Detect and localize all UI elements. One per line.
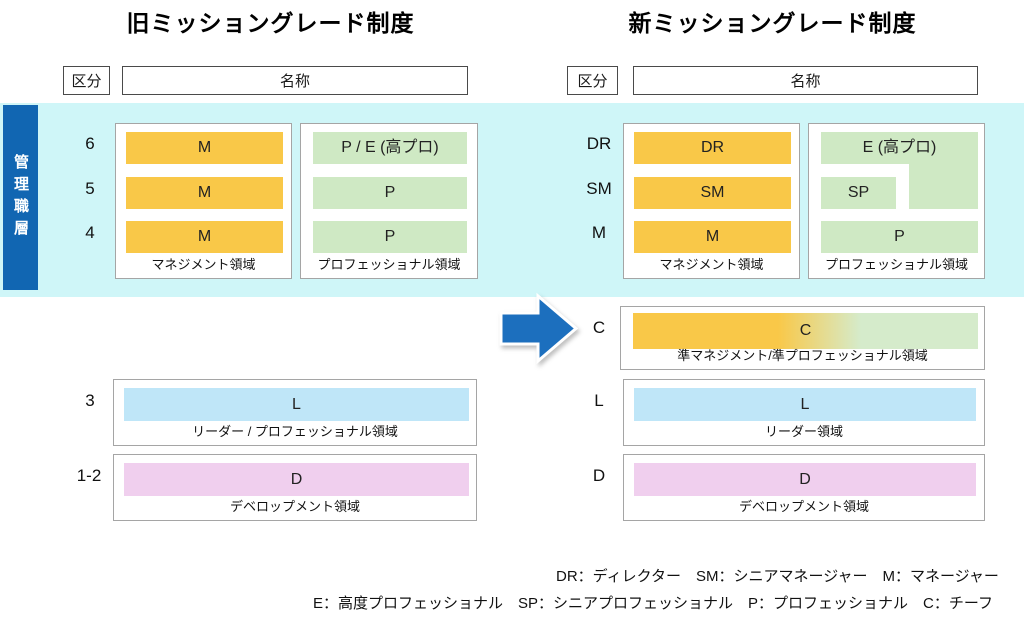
old-development-area-label: デベロップメント領域 <box>229 499 360 514</box>
new-chief-area: C 準マネジメント/準プロフェッショナル領域 <box>620 306 985 370</box>
old-development-area: D デベロップメント領域 <box>113 454 477 521</box>
old-name-header: 名称 <box>122 66 468 95</box>
old-professional-row: P <box>313 221 467 253</box>
old-grade-6: 6 <box>85 134 95 153</box>
new-system-title: 新ミッショングレード制度 <box>628 10 917 36</box>
old-grade-1-2: 1-2 <box>76 466 102 485</box>
old-management-row: M <box>126 221 283 253</box>
old-category-header: 区分 <box>63 66 110 95</box>
new-name-header: 名称 <box>633 66 978 95</box>
new-category-header: 区分 <box>567 66 618 95</box>
old-system-title: 旧ミッショングレード制度 <box>126 10 415 36</box>
new-professional-p-box: P <box>821 221 978 253</box>
new-development-box: D <box>634 463 976 496</box>
new-professional-area-label: プロフェッショナル領域 <box>824 257 968 272</box>
new-grade-l: L <box>594 391 604 410</box>
new-chief-area-label: 準マネジメント/準プロフェッショナル領域 <box>677 348 928 363</box>
new-development-area-label: デベロップメント領域 <box>738 499 869 514</box>
new-chief-box: C <box>633 313 978 349</box>
new-professional-e-box: E (高プロ) <box>821 132 978 164</box>
old-grade-4: 4 <box>85 223 95 242</box>
old-management-row: M <box>126 177 283 209</box>
old-grade-5: 5 <box>85 179 95 198</box>
new-leader-area: L リーダー領域 <box>623 379 985 446</box>
new-grade-c: C <box>592 318 606 337</box>
old-development-box: D <box>124 463 469 496</box>
legend-line-management: DR：ディレクター SM：シニアマネージャー M：マネージャー <box>556 568 999 585</box>
new-management-row: DR <box>634 132 791 164</box>
new-grade-dr: DR <box>586 134 612 153</box>
new-professional-sp-box: SP <box>821 177 896 209</box>
old-professional-area: P / E (高プロ) P P プロフェッショナル領域 <box>300 123 478 279</box>
new-grade-sm: SM <box>586 179 612 198</box>
old-professional-row: P <box>313 177 467 209</box>
new-grade-m: M <box>591 223 607 242</box>
old-management-row: M <box>126 132 283 164</box>
new-management-row: SM <box>634 177 791 209</box>
new-management-area-label: マネジメント領域 <box>659 257 764 272</box>
transition-arrow-icon <box>499 292 579 365</box>
old-professional-area-label: プロフェッショナル領域 <box>317 257 461 272</box>
new-management-area: DR SM M マネジメント領域 <box>623 123 800 279</box>
old-leader-area-label: リーダー / プロフェッショナル領域 <box>192 424 398 439</box>
new-leader-area-label: リーダー領域 <box>764 424 843 439</box>
new-development-area: D デベロップメント領域 <box>623 454 985 521</box>
new-leader-box: L <box>634 388 976 421</box>
old-management-area-label: マネジメント領域 <box>151 257 256 272</box>
old-leader-box: L <box>124 388 469 421</box>
old-grade-3: 3 <box>85 391 95 410</box>
new-management-row: M <box>634 221 791 253</box>
old-leader-area: L リーダー / プロフェッショナル領域 <box>113 379 477 446</box>
old-professional-row: P / E (高プロ) <box>313 132 467 164</box>
new-professional-e-box-extension <box>909 164 978 209</box>
new-grade-d: D <box>592 466 606 485</box>
old-management-area: M M M マネジメント領域 <box>115 123 292 279</box>
legend-line-professional: E：高度プロフェッショナル SP：シニアプロフェッショナル P：プロフェッショナ… <box>313 595 993 612</box>
management-layer-sidebar: 管理職層 <box>3 105 38 290</box>
management-layer-label: 管理職層 <box>12 153 29 242</box>
new-professional-area: E (高プロ) SP P プロフェッショナル領域 <box>808 123 985 279</box>
